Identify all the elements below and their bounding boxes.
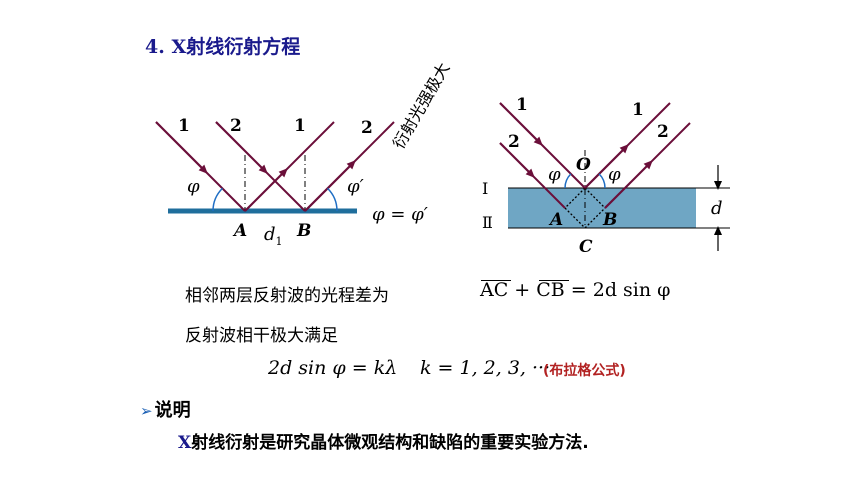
- crystal-layer: [508, 188, 696, 228]
- k-values: k = 1, 2, 3, ···: [420, 357, 551, 379]
- point-a-left: A: [232, 221, 247, 241]
- note-body: 射线衍射是研究晶体微观结构和缺陷的重要实验方法.: [191, 433, 589, 453]
- note-text: X射线衍射是研究晶体微观结构和缺陷的重要实验方法.: [178, 428, 589, 453]
- right-angle-arc-left: [564, 173, 572, 189]
- bragg-formula: 2d sin φ = kλ: [268, 357, 398, 379]
- rotated-intensity-label: 衍射光强极大: [389, 59, 453, 152]
- wavefront-ob: [584, 187, 606, 209]
- path-difference-formula: AC + CB = 2d sin φ: [480, 279, 671, 301]
- right-reflected-ray-2-arrow: [604, 160, 653, 209]
- right-reflected-ray-1-arrow: [584, 144, 629, 189]
- condition-text: 反射波相干极大满足: [185, 326, 338, 346]
- right-incident-ray-1-arrow: [499, 102, 543, 146]
- note-x: X: [178, 433, 192, 453]
- point-b-left: B: [296, 221, 311, 241]
- path-difference-text: 相邻两层反射波的光程差为: [185, 286, 389, 306]
- note-heading: ➢说明: [140, 396, 191, 422]
- left-diagram: 1 2 1 2 φ φ′ A B d1 衍射光强极大 φ = φ′: [155, 59, 453, 248]
- right-ray-label-4: 2: [657, 122, 669, 142]
- path-cb: [584, 207, 606, 229]
- left-ray-label-4: 2: [361, 118, 373, 138]
- left-incident-angle: φ: [187, 176, 200, 197]
- point-a-right: A: [548, 210, 563, 230]
- wavefront-oa: [564, 187, 586, 209]
- left-reflected-angle: φ′: [347, 176, 364, 197]
- overline-ac: [481, 280, 511, 281]
- right-angle-left: φ: [548, 164, 561, 185]
- path-ac: [564, 207, 586, 229]
- page-title: 4. X射线衍射方程: [145, 36, 301, 58]
- left-ray-label-2: 2: [230, 116, 242, 136]
- right-angle-arc-right: [598, 173, 606, 189]
- spacing-d: d: [264, 224, 276, 245]
- angle-equation: φ = φ′: [372, 204, 428, 225]
- point-b-right: B: [602, 210, 617, 230]
- right-angle-right: φ: [608, 164, 621, 185]
- spacing-label: d1: [264, 224, 283, 248]
- spacing-subscript: 1: [276, 235, 283, 248]
- angle-arc-reflected: [327, 187, 338, 212]
- angle-arc-incident: [212, 187, 223, 212]
- layer-label-1: Ⅰ: [482, 179, 488, 198]
- left-ray-label-1: 1: [178, 116, 190, 136]
- incident-ray-2-arrow: [215, 121, 268, 174]
- right-diagram: 1 2 1 2 O φ φ A B C Ⅰ Ⅱ d: [482, 95, 730, 257]
- point-c: C: [579, 237, 593, 257]
- reflected-ray-1-arrow: [244, 168, 288, 212]
- right-ray-label-2: 2: [508, 132, 520, 152]
- right-incident-ray-2-arrow: [499, 142, 535, 178]
- incident-ray-1-arrow: [155, 121, 208, 174]
- point-o: O: [576, 155, 591, 175]
- reflected-ray-2-arrow: [304, 160, 356, 212]
- bragg-law-label: (布拉格公式): [543, 363, 626, 379]
- left-ray-label-3: 1: [294, 116, 306, 136]
- overline-cb: [539, 280, 569, 281]
- arrow-bullet-icon: ➢: [140, 402, 153, 420]
- right-ray-label-1: 1: [516, 95, 528, 115]
- thickness-label: d: [711, 198, 723, 219]
- note-heading-text: 说明: [154, 400, 191, 421]
- layer-label-2: Ⅱ: [482, 213, 493, 232]
- right-ray-label-3: 1: [632, 100, 644, 120]
